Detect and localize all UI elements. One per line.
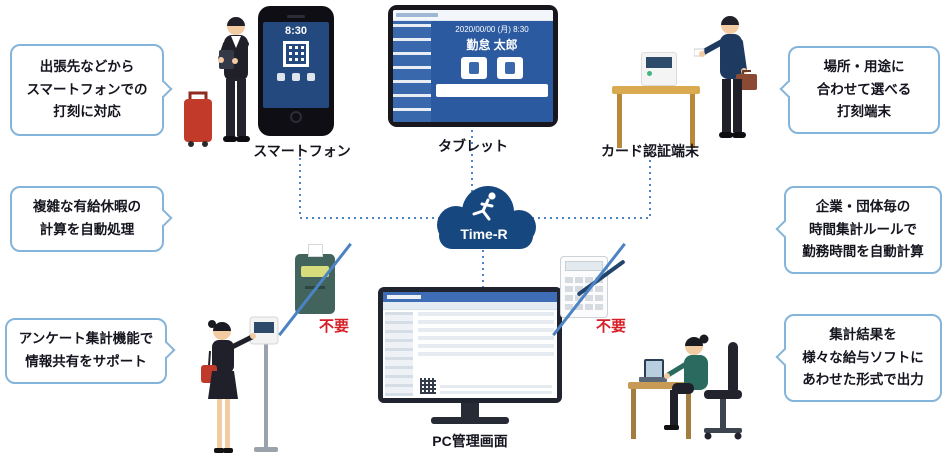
cloud-shape [437, 186, 536, 249]
smartphone-label: スマートフォン [253, 143, 351, 159]
punch-clock-card [308, 244, 323, 257]
cloud-service-name: Time-R [460, 226, 507, 242]
businessman-traveler-illustration [180, 8, 264, 148]
tablet-app-header [393, 10, 553, 21]
monitor-frame [378, 287, 562, 403]
pc-monitor-illustration [378, 287, 562, 424]
admin-header-bar [383, 292, 557, 302]
phone-app-screen: 8:30 [263, 22, 329, 108]
bubble-payroll-export-feature: 集計結果を 様々な給与ソフトに あわせた形式で出力 [775, 314, 942, 402]
bubble-survey-feature: アンケート集計機能で 情報共有をサポート [5, 318, 176, 384]
bubble-text: 集計結果を 様々な給与ソフトに あわせた形式で出力 [802, 326, 924, 388]
timecard-unnecessary-badge: 不要 [278, 242, 352, 337]
tablet-punch-buttons [436, 57, 548, 79]
timer-cloud: Time-R [426, 183, 540, 255]
admin-logo-bar [387, 295, 421, 299]
office-chair [704, 342, 742, 440]
runner-icon [472, 192, 496, 221]
line-smartphone-to-cloud [299, 158, 482, 219]
unnecessary-label: 不要 [318, 318, 349, 335]
laptop [639, 359, 667, 382]
phone-speaker [287, 15, 305, 18]
stand-terminal [249, 316, 279, 452]
phone-home-button [290, 111, 302, 123]
punch-clock-body [295, 254, 335, 314]
bubble-text: アンケート集計機能で 情報共有をサポート [18, 331, 154, 369]
admin-text-lines [440, 382, 552, 394]
bubble-paid-leave-feature: 複雑な有給休暇の 計算を自動処理 [10, 186, 173, 252]
tablet-user-name: 勤怠 太郎 [466, 38, 518, 52]
phone-clock-time: 8:30 [284, 25, 308, 37]
bubble-auto-calc-feature: 企業・団体毎の 時間集計ルールで 勤務時間を自動計算 [775, 186, 942, 274]
card-reader-screen [646, 57, 672, 68]
tablet-datetime: 2020/00/00 (月) 8:30 [455, 25, 529, 34]
office-worker-illustration [628, 326, 768, 444]
businessman-with-card-figure [693, 16, 757, 138]
line-terminal-to-cloud [482, 160, 651, 219]
bubble-text: 企業・団体毎の 時間集計ルールで 勤務時間を自動計算 [802, 198, 924, 260]
terminal-desk [612, 86, 700, 94]
businesswoman-figure [201, 320, 256, 453]
desk-leg [690, 94, 695, 148]
rolling-suitcase [184, 91, 212, 147]
card-reader-led [647, 71, 652, 76]
admin-table-rows [418, 312, 554, 356]
app-logo-bar [396, 13, 438, 17]
clock-out-button-icon [497, 57, 523, 79]
monitor-base [431, 417, 509, 424]
smartphone-illustration: 8:30 [258, 6, 334, 136]
bubble-text: 出張先などから スマートフォンでの 打刻に対応 [26, 58, 148, 120]
qr-code-icon [283, 41, 309, 67]
tablet-input-field [436, 84, 548, 97]
businessman-figure [218, 17, 250, 142]
desk-leg [617, 94, 622, 148]
tablet-label: タブレット [438, 138, 508, 154]
phone-app-icons [263, 73, 329, 81]
bubble-text: 複雑な有給休暇の 計算を自動処理 [33, 199, 141, 237]
monitor-stand [461, 403, 479, 417]
app-icon [276, 73, 285, 81]
calculator-display [565, 261, 603, 271]
card-terminal-label: カード認証端末 [601, 143, 699, 159]
bubble-text: 場所・用途に 合わせて選べる 打刻端末 [816, 58, 912, 120]
calculator-body [560, 256, 608, 318]
calculator-unnecessary-badge: 不要 [552, 242, 626, 337]
pc-admin-label: PC管理画面 [432, 433, 508, 449]
bubble-terminal-choice-feature: 場所・用途に 合わせて選べる 打刻端末 [779, 46, 940, 134]
admin-qr-code [420, 378, 436, 394]
bubble-smartphone-feature: 出張先などから スマートフォンでの 打刻に対応 [10, 44, 173, 136]
tablet-app-screen: 2020/00/00 (月) 8:30 勤怠 太郎 [393, 10, 553, 122]
admin-content [418, 312, 554, 396]
admin-side-nav [385, 312, 413, 396]
clock-in-button-icon [461, 57, 487, 79]
tablet-menu-list [393, 21, 431, 122]
tablet-illustration: 2020/00/00 (月) 8:30 勤怠 太郎 [388, 5, 558, 127]
seated-woman-figure [664, 334, 709, 430]
admin-screen [383, 292, 557, 398]
businessman-card-illustration [693, 8, 766, 148]
punch-clock-display [301, 266, 329, 277]
qr-pattern [286, 44, 306, 64]
admin-toolbar [383, 302, 557, 310]
businesswoman-terminal-illustration [192, 307, 282, 457]
tablet-main-panel: 2020/00/00 (月) 8:30 勤怠 太郎 [431, 21, 553, 122]
card-reader-illustration [641, 52, 677, 86]
punch-clock-slot [305, 286, 325, 289]
app-icon [291, 73, 300, 81]
unnecessary-label: 不要 [595, 318, 626, 335]
app-icon [307, 73, 316, 81]
